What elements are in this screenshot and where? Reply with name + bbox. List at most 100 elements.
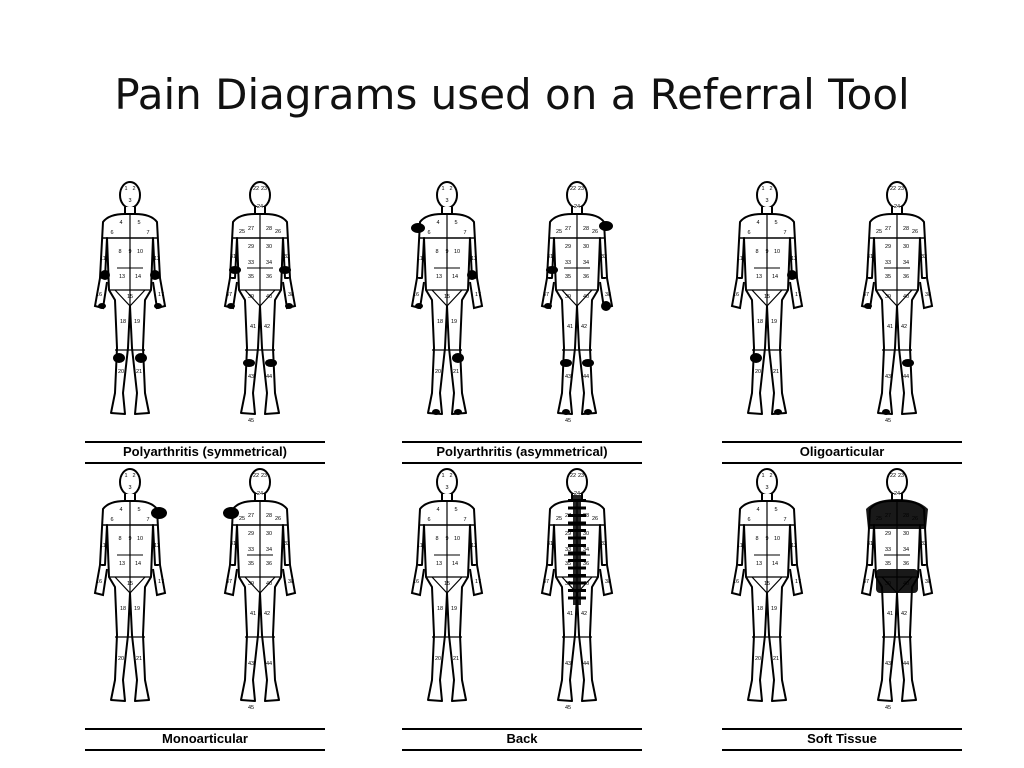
region-number: 45 <box>565 705 571 711</box>
region-number: 17 <box>795 579 801 585</box>
region-number: 29 <box>248 244 254 250</box>
region-number: 42 <box>264 611 270 617</box>
spine-pain-mark <box>568 536 586 540</box>
diagram-caption: Monoarticular <box>162 731 248 746</box>
region-number: 30 <box>583 244 589 250</box>
region-number: 29 <box>885 531 891 537</box>
caption-rule-top <box>402 728 642 730</box>
region-number: 8 <box>435 536 438 542</box>
region-number: 19 <box>134 606 140 612</box>
region-number: 14 <box>135 561 141 567</box>
region-number: 42 <box>901 324 907 330</box>
region-number: 8 <box>755 536 758 542</box>
region-number: 18 <box>437 606 443 612</box>
region-number: 34 <box>903 547 909 553</box>
region-number: 6 <box>427 230 430 236</box>
region-number: 38 <box>605 292 611 298</box>
caption-rule-bottom <box>85 749 325 751</box>
pain-mark <box>787 270 797 280</box>
region-number: 5 <box>137 507 140 513</box>
region-number: 29 <box>565 244 571 250</box>
region-number: 35 <box>885 274 891 280</box>
hip-soft-tissue-mark <box>876 569 918 593</box>
region-number: 12 <box>471 543 477 549</box>
region-number: 19 <box>771 319 777 325</box>
region-number: 6 <box>427 517 430 523</box>
region-number: 34 <box>266 547 272 553</box>
region-number: 12 <box>791 543 797 549</box>
region-number: 23 <box>578 186 584 192</box>
region-number: 31 <box>867 541 873 547</box>
region-number: 10 <box>454 536 460 542</box>
pain-mark <box>902 359 914 367</box>
region-number: 32 <box>601 541 607 547</box>
region-number: 2 <box>769 186 772 192</box>
region-number: 24 <box>894 204 900 210</box>
region-number: 7 <box>783 517 786 523</box>
diagram-caption: Polyarthritis (asymmetrical) <box>436 444 608 459</box>
region-number: 28 <box>266 226 272 232</box>
region-number: 30 <box>903 531 909 537</box>
region-number: 23 <box>578 473 584 479</box>
region-number: 4 <box>119 220 122 226</box>
region-number: 23 <box>898 186 904 192</box>
region-number: 31 <box>547 541 553 547</box>
region-number: 32 <box>601 254 607 260</box>
pain-mark <box>601 301 611 311</box>
region-number: 37 <box>863 292 869 298</box>
region-number: 30 <box>583 531 589 537</box>
region-number: 36 <box>583 561 589 567</box>
region-number: 26 <box>592 229 598 235</box>
region-number: 43 <box>565 374 571 380</box>
region-number: 6 <box>747 517 750 523</box>
pain-mark <box>432 409 440 415</box>
region-number: 25 <box>556 516 562 522</box>
region-number: 26 <box>592 516 598 522</box>
region-number: 10 <box>454 249 460 255</box>
region-number: 39 <box>248 581 254 587</box>
pain-mark <box>223 507 239 519</box>
pain-mark <box>582 359 594 367</box>
region-number: 10 <box>137 249 143 255</box>
region-number: 2 <box>449 473 452 479</box>
region-number: 5 <box>774 220 777 226</box>
region-number: 9 <box>128 536 131 542</box>
region-number: 32 <box>921 254 927 260</box>
region-number: 41 <box>250 324 256 330</box>
region-number: 33 <box>565 547 571 553</box>
region-number: 43 <box>248 374 254 380</box>
diagram-caption: Back <box>506 731 538 746</box>
region-number: 35 <box>565 561 571 567</box>
region-number: 45 <box>885 705 891 711</box>
region-number: 29 <box>565 531 571 537</box>
region-number: 16 <box>413 579 419 585</box>
region-number: 15 <box>444 581 450 587</box>
region-number: 29 <box>248 531 254 537</box>
region-number: 9 <box>765 249 768 255</box>
region-number: 27 <box>248 513 254 519</box>
region-number: 36 <box>266 561 272 567</box>
pain-mark <box>562 409 570 415</box>
caption-rule-bottom <box>402 462 642 464</box>
region-number: 13 <box>756 274 762 280</box>
pain-mark <box>229 266 241 274</box>
spine-pain-mark <box>568 581 586 585</box>
pain-mark <box>415 303 423 309</box>
spine-pain-mark <box>568 589 586 592</box>
region-number: 40 <box>266 581 272 587</box>
region-number: 37 <box>543 292 549 298</box>
region-number: 40 <box>583 294 589 300</box>
region-number: 44 <box>583 661 589 667</box>
spine-pain-mark <box>568 529 586 532</box>
region-number: 31 <box>547 254 553 260</box>
region-number: 32 <box>284 254 290 260</box>
pain-mark <box>560 359 572 367</box>
spine-pain-mark <box>568 521 586 525</box>
region-number: 45 <box>248 705 254 711</box>
region-number: 26 <box>275 229 281 235</box>
caption-rule-top <box>722 441 962 443</box>
region-number: 28 <box>903 226 909 232</box>
